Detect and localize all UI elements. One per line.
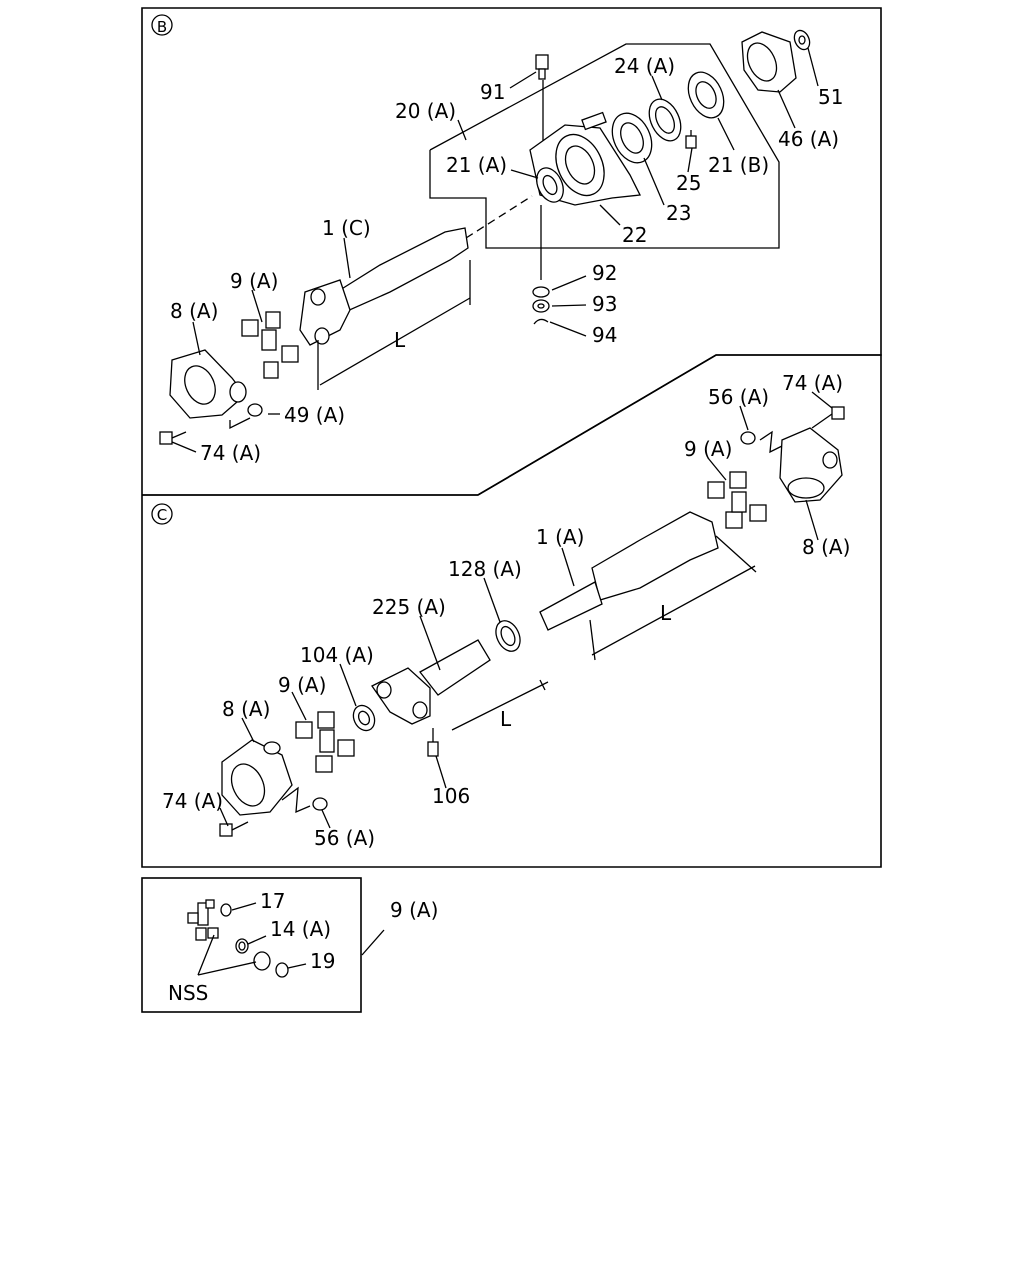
propeller-shaft-1a (539, 511, 757, 661)
label-94: 94 (592, 323, 617, 347)
label-1c: 1 (C) (322, 216, 371, 240)
bolt-74a-c-lower (219, 821, 249, 837)
label-91: 91 (480, 80, 505, 104)
label-9a-c-left: 9 (A) (278, 673, 326, 697)
label-20a: 20 (A) (395, 99, 456, 123)
shaft-axis-line (465, 195, 533, 239)
washer-92 (532, 286, 550, 298)
detail-label-19: 19 (310, 949, 335, 973)
section-c-marker: C (151, 503, 173, 525)
detail-seal-14a (235, 938, 249, 954)
label-l-c-upper: L (660, 601, 672, 625)
cotter-pin-94 (533, 318, 549, 325)
detail-universal-joint (187, 899, 219, 941)
detail-frame (141, 877, 362, 1013)
label-21a: 21 (A) (446, 153, 507, 177)
bolt-nut-link-b (229, 417, 251, 430)
label-106: 106 (432, 784, 470, 808)
label-9a-c-right: 9 (A) (684, 437, 732, 461)
universal-joint-9a-c-right (707, 471, 767, 529)
detail-leader-lines (197, 902, 385, 976)
detail-callout-9a: 9 (A) (390, 898, 438, 922)
bolt-74a-c-upper (811, 406, 845, 429)
section-b-marker: B (151, 14, 173, 36)
bolt-nut-link-c-upper (759, 430, 783, 454)
detail-label-nss: NSS (168, 981, 208, 1005)
universal-joint-9a-c-left (295, 711, 355, 773)
label-l-c-lower: L (500, 707, 512, 731)
nut-93 (532, 299, 550, 313)
detail-nipple-17 (220, 903, 232, 917)
label-51: 51 (818, 85, 843, 109)
center-bearing-group-outline (429, 43, 780, 249)
bolt-74a-b-lower (159, 431, 187, 445)
propeller-shaft-1c (299, 227, 471, 390)
grease-nipple-106 (427, 728, 439, 757)
label-8a-c-right: 8 (A) (802, 535, 850, 559)
label-9a-b: 9 (A) (230, 269, 278, 293)
label-225a: 225 (A) (372, 595, 446, 619)
seal-24a (648, 98, 682, 142)
seal-21a (536, 167, 564, 203)
detail-snap-ring-19 (275, 962, 289, 978)
label-8a-c-left: 8 (A) (222, 697, 270, 721)
washer-51 (793, 29, 811, 51)
label-24a: 24 (A) (614, 54, 675, 78)
label-8a-b: 8 (A) (170, 299, 218, 323)
label-22: 22 (622, 223, 647, 247)
bolt-91 (535, 54, 549, 145)
nut-56a-c-upper (740, 431, 756, 445)
label-74a-c-lower: 74 (A) (162, 789, 223, 813)
label-56a-c-lower: 56 (A) (314, 826, 375, 850)
flange-yoke-8a-b (169, 349, 247, 419)
label-l-b: L (394, 328, 406, 352)
bolt-nut-link-c-lower (281, 786, 311, 814)
leader-lines-c (219, 391, 833, 829)
seal-21b (687, 71, 725, 119)
label-56a-c-upper: 56 (A) (708, 385, 769, 409)
universal-joint-9a-b (241, 311, 299, 379)
label-74a-c-upper: 74 (A) (782, 371, 843, 395)
nut-56a-c-lower (312, 797, 328, 811)
label-128a: 128 (A) (448, 557, 522, 581)
bushing-104a (352, 704, 376, 732)
slip-yoke-225a (371, 639, 549, 731)
flange-yoke-8a-c-right (779, 427, 843, 503)
grease-nipple-25 (685, 130, 697, 149)
detail-bearing-cup (253, 951, 271, 971)
companion-flange-46a (741, 31, 797, 93)
section-c-frame (141, 354, 882, 868)
label-46a: 46 (A) (778, 127, 839, 151)
label-92: 92 (592, 261, 617, 285)
leader-lines-b (171, 47, 819, 453)
label-49a: 49 (A) (284, 403, 345, 427)
label-25: 25 (676, 171, 701, 195)
ring-128a (495, 620, 521, 652)
center-bearing-bracket (529, 111, 642, 206)
nut-49a (247, 403, 263, 417)
label-1a: 1 (A) (536, 525, 584, 549)
section-b-marker-text: B (157, 18, 167, 36)
detail-label-17: 17 (260, 889, 285, 913)
label-93: 93 (592, 292, 617, 316)
detail-label-14a: 14 (A) (270, 917, 331, 941)
label-104a: 104 (A) (300, 643, 374, 667)
label-23: 23 (666, 201, 691, 225)
label-21b: 21 (B) (708, 153, 769, 177)
section-c-marker-text: C (157, 506, 167, 524)
label-74a-b: 74 (A) (200, 441, 261, 465)
flange-yoke-8a-c-left (221, 739, 293, 816)
bearing-23 (611, 112, 653, 164)
